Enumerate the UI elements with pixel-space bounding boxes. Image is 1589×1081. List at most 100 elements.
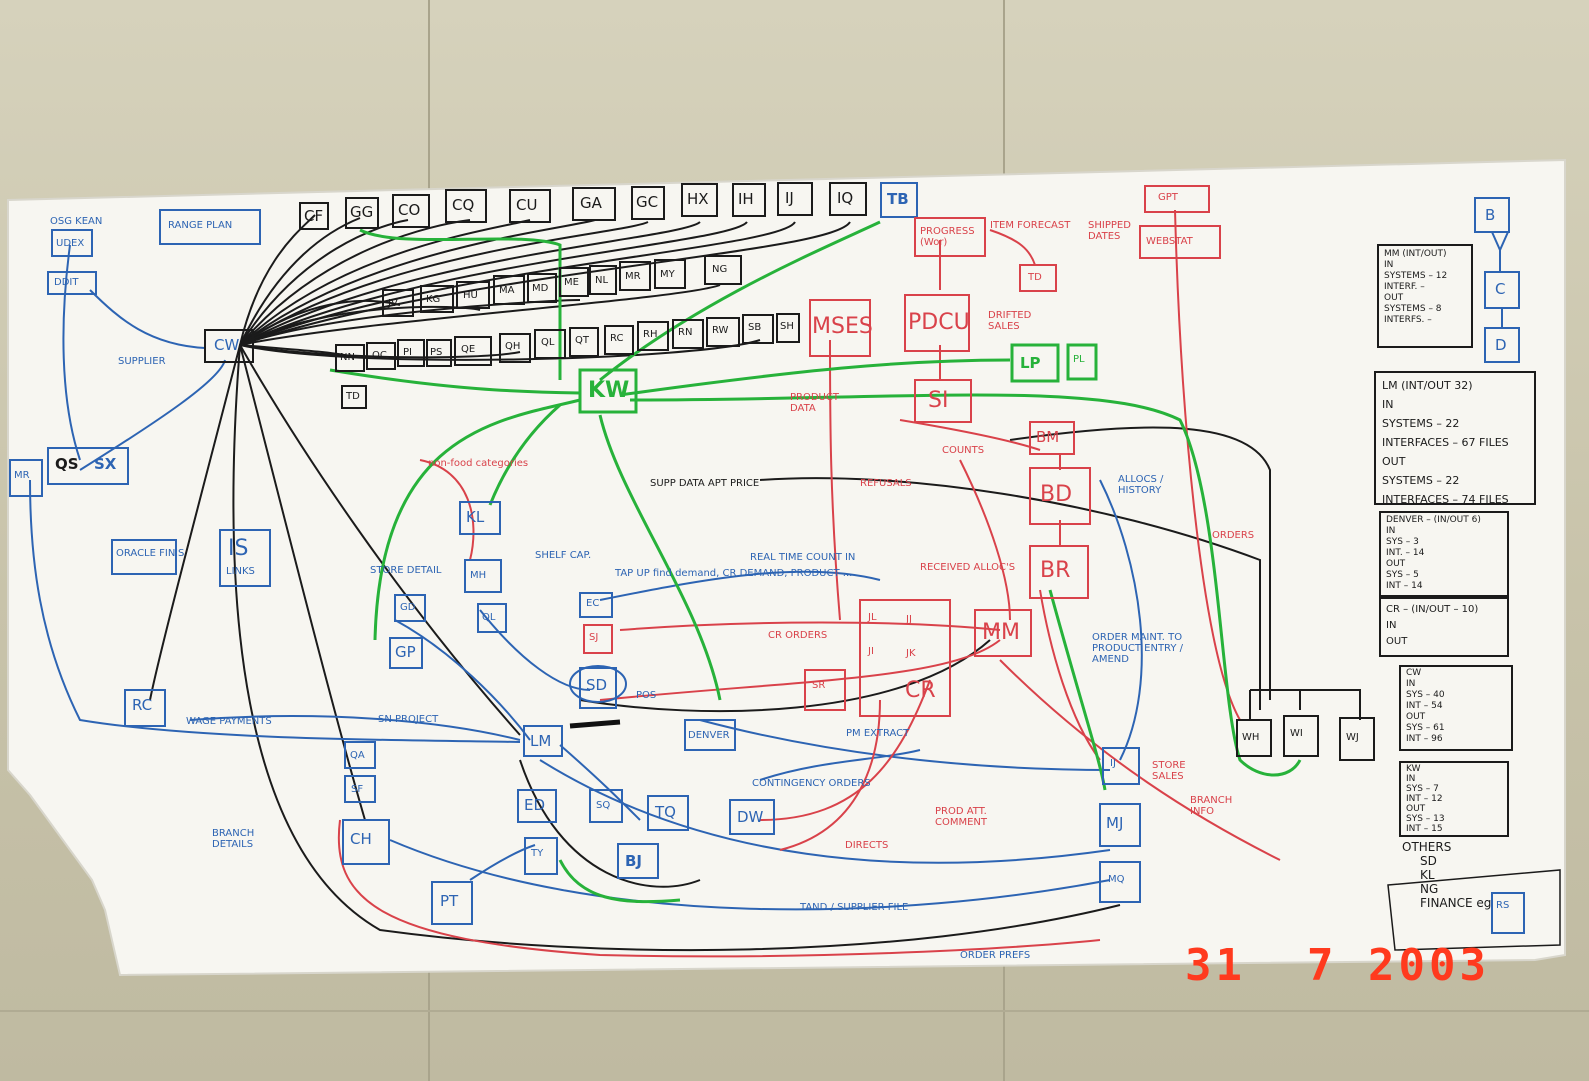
system-iq: IQ — [837, 189, 853, 207]
system-ec: EC — [586, 598, 599, 609]
date-day: 31 — [1185, 940, 1246, 991]
oracle-fins: ORACLE FIN'S — [116, 548, 184, 559]
nonfood-categories: non-food categories — [428, 458, 528, 469]
system-td: TD — [1028, 272, 1042, 283]
system-cr: CR — [905, 678, 936, 703]
branch-details: BRANCH DETAILS — [212, 828, 282, 850]
legend-rs: RS — [1496, 900, 1509, 911]
supp-data: SUPP DATA APT PRICE — [650, 478, 759, 489]
system-si: SI — [928, 388, 948, 413]
legend-line: IN — [1406, 774, 1506, 784]
legend-line: IN — [1382, 395, 1532, 414]
system-mm: MM — [982, 620, 1020, 645]
system-mr-left: MR — [14, 470, 30, 481]
legend-line: SD — [1402, 854, 1492, 868]
system-ty: TY — [531, 848, 543, 859]
system-ih: IH — [738, 190, 754, 208]
system-sr: SR — [812, 680, 825, 691]
store-sales: STORE SALES — [1152, 760, 1202, 782]
system-pdcu: PDCU — [908, 310, 970, 335]
system-rc-left: RC — [132, 696, 152, 714]
legend-line: SYS – 3 — [1386, 537, 1506, 548]
wage-payments: WAGE PAYMENTS — [186, 716, 272, 727]
system-ch: CH — [350, 830, 372, 848]
refusals-label: REFUSALS — [860, 478, 912, 489]
legend-line: OUT — [1382, 452, 1532, 471]
shipped-dates: SHIPPED DATES — [1088, 220, 1138, 242]
system-cu: CU — [516, 196, 537, 214]
legend-line: OUT — [1386, 559, 1506, 570]
system-hu: HU — [463, 290, 478, 301]
system-sq: SQ — [596, 800, 610, 811]
system-rc: RC — [610, 333, 623, 344]
system-sx: SX — [94, 455, 116, 473]
contingency-orders: CONTINGENCY ORDERS — [752, 778, 871, 789]
system-me: ME — [564, 277, 579, 288]
system-lp: LP — [1020, 354, 1041, 372]
system-cq: CQ — [452, 196, 474, 214]
legend-line: SYSTEMS – 22 — [1382, 414, 1532, 433]
system-qt: QT — [575, 335, 589, 346]
cr-orders: CR ORDERS — [768, 630, 827, 641]
system-gp: GP — [395, 643, 416, 661]
system-qs: QS — [55, 455, 79, 473]
system-gg: GG — [350, 203, 373, 221]
system-bm: BM — [1036, 428, 1059, 446]
system-rw: RW — [712, 325, 728, 336]
legend-line: OUT — [1384, 293, 1470, 304]
supplier-label: SUPPLIER — [118, 356, 166, 367]
legend-others-title: OTHERS — [1402, 840, 1492, 854]
osg-label: OSG KEAN — [50, 216, 102, 227]
prod-att: PROD ATT. COMMENT — [935, 806, 1015, 828]
legend-line: IN — [1386, 526, 1506, 537]
legend-line: SYS – 61 — [1406, 723, 1510, 734]
system-jl: JL — [868, 612, 877, 623]
system-ij-right: IJ — [1110, 758, 1116, 769]
system-ma: MA — [499, 285, 514, 296]
system-td-small: TD — [346, 391, 360, 402]
system-ps: PS — [430, 347, 442, 358]
system-udex: UDEX — [56, 238, 84, 249]
system-bj: BJ — [625, 852, 642, 870]
date-stamp: 31 7 2003 — [1185, 940, 1455, 1000]
system-sh: SH — [780, 321, 794, 332]
legend-line: INT – 54 — [1406, 701, 1510, 712]
legend-lm-title: LM (INT/OUT 32) — [1382, 376, 1532, 395]
system-oc: OC — [372, 350, 387, 361]
system-mh: MH — [470, 570, 486, 581]
system-hx: HX — [687, 190, 709, 208]
system-rn: RN — [678, 327, 692, 338]
system-qh: QH — [505, 341, 520, 352]
directs: DIRECTS — [845, 840, 888, 851]
system-ij: IJ — [785, 189, 794, 207]
system-ql: QL — [541, 337, 554, 348]
system-ddit: DDIT — [54, 277, 78, 288]
legend-lm-box: LM (INT/OUT 32) IN SYSTEMS – 22 INTERFAC… — [1382, 376, 1532, 509]
legend-mm-box: MM (INT/OUT) IN SYSTEMS – 12 INTERF. – O… — [1384, 249, 1470, 326]
legend-line: INT – 14 — [1386, 581, 1506, 592]
system-sf: SF — [351, 784, 363, 795]
legend-line: SYSTEMS – 8 — [1384, 304, 1470, 315]
system-ga: GA — [580, 194, 602, 212]
system-gpt: GPT — [1158, 192, 1178, 203]
pm-extract: PM EXTRACT — [846, 728, 909, 739]
system-cw: CW — [214, 336, 239, 354]
system-mses: MSES — [812, 314, 873, 339]
legend-line: INTERFS. – — [1384, 315, 1470, 326]
system-qe: QE — [461, 344, 475, 355]
legend-line: KL — [1402, 868, 1492, 882]
legend-cw-title: CW — [1406, 668, 1510, 679]
sn-project: SN PROJECT — [378, 714, 438, 725]
tap-demand: TAP UP find demand, CR DEMAND, PRODUCT .… — [615, 568, 852, 579]
system-my: MY — [660, 269, 675, 280]
system-ng: NG — [712, 264, 727, 275]
system-wj: WJ — [1346, 732, 1359, 743]
system-wi: WI — [1290, 728, 1303, 739]
system-qa: QA — [350, 750, 365, 761]
range-plan: RANGE PLAN — [168, 220, 232, 231]
system-wh: WH — [1242, 732, 1259, 743]
shelf-cap: SHELF CAP. — [535, 550, 591, 561]
legend-line: SYSTEMS – 22 — [1382, 471, 1532, 490]
branch-info: BRANCH INFO — [1190, 795, 1250, 817]
legend-line: IN — [1386, 618, 1506, 634]
